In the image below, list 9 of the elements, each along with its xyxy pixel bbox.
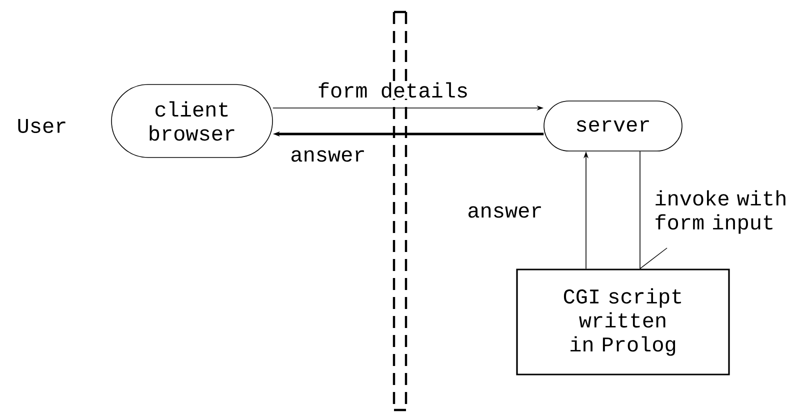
- edge-label: answer: [468, 206, 541, 218]
- annotation-text: invoke with form input: [656, 190, 786, 234]
- client-browser-box: client browser: [111, 84, 273, 158]
- script-box: CGI script written in Prolog: [516, 268, 730, 376]
- server-box: server: [544, 100, 682, 152]
- actor-label: User: [18, 118, 66, 134]
- leader-line: [640, 248, 668, 270]
- edge-label: form details: [318, 82, 467, 98]
- edge-label: answer: [292, 150, 364, 162]
